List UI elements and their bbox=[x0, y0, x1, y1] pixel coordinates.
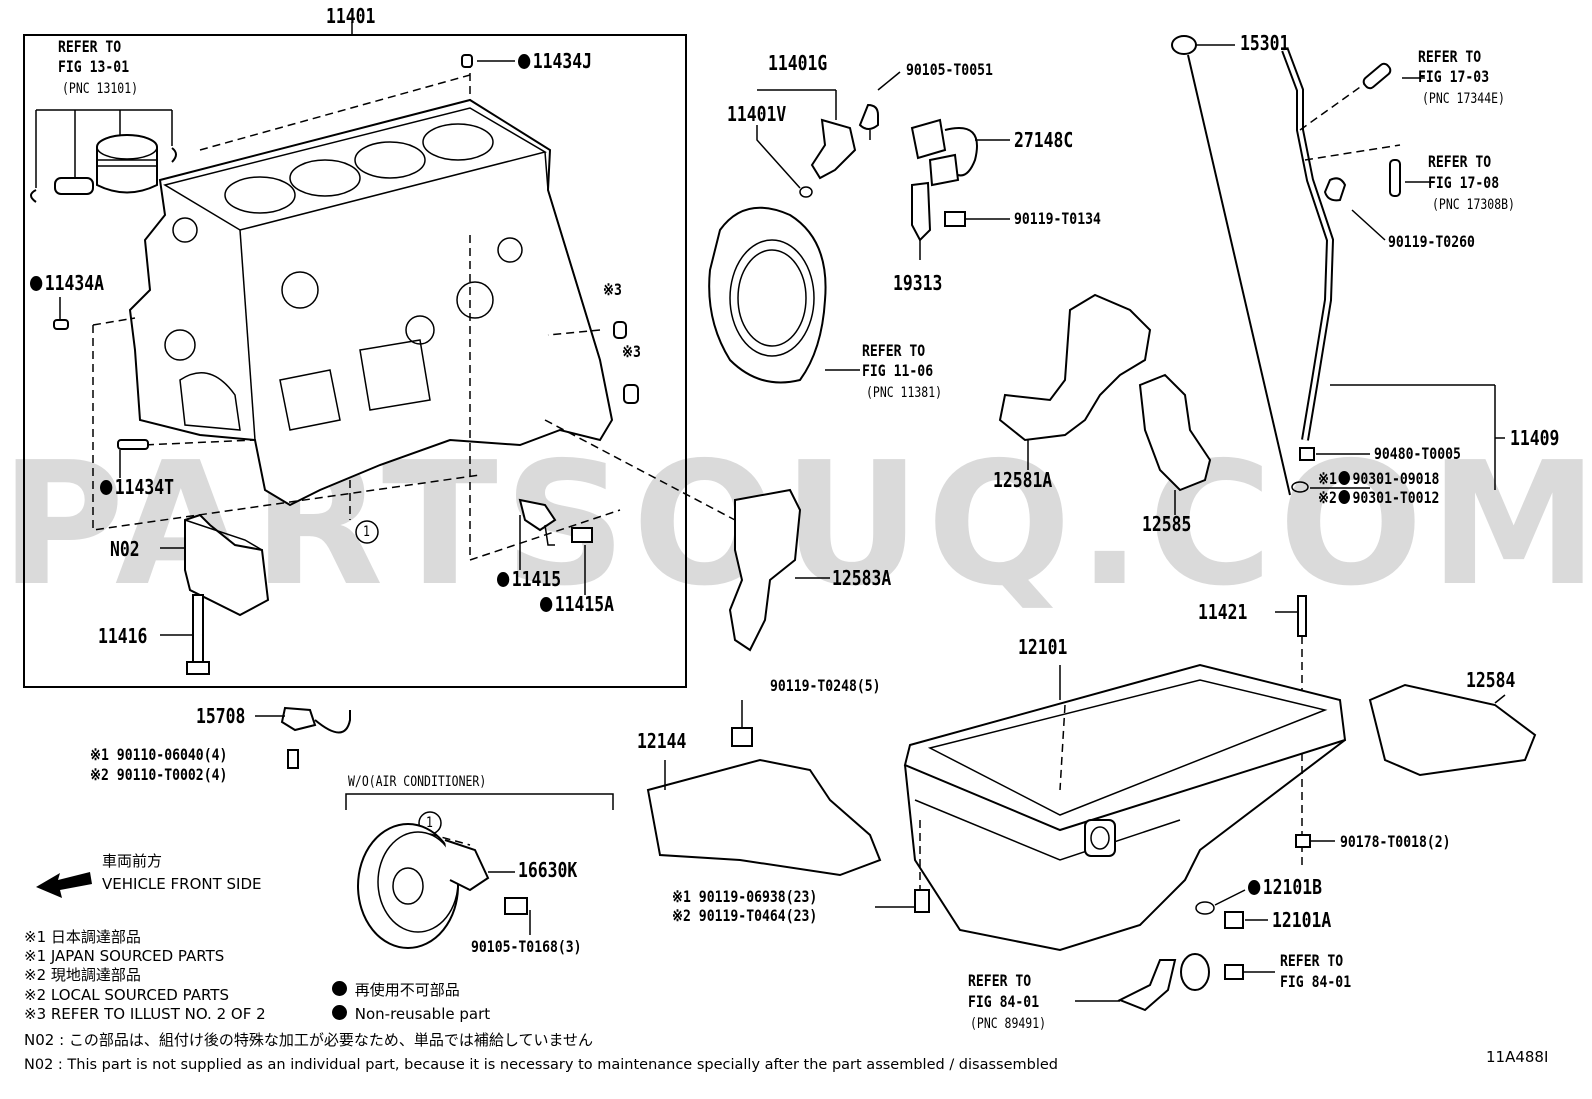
label-90105-T0051: 90105-T0051 bbox=[906, 60, 993, 79]
label-11416: 11416 bbox=[98, 624, 148, 648]
oil-seal-retainer-drawing bbox=[708, 206, 860, 384]
refer-17308B-l1: REFER TO bbox=[1428, 152, 1492, 171]
circle-1-pulley: 1 bbox=[426, 815, 433, 831]
label-12101: 12101 bbox=[1018, 635, 1068, 659]
label-12584: 12584 bbox=[1466, 668, 1516, 692]
label-90119-T0464: ※2 90119-T0464(23) bbox=[672, 906, 818, 925]
label-11421: 11421 bbox=[1198, 600, 1248, 624]
cylinder-block-group-box bbox=[23, 34, 687, 688]
refer-17308B-l3: (PNC 17308B) bbox=[1432, 197, 1515, 213]
legend-m2-jp: ※2 現地調達部品 bbox=[24, 966, 141, 984]
label-15301: 15301 bbox=[1240, 31, 1290, 55]
wo-label: W/O(AIR CONDITIONER) bbox=[348, 774, 487, 790]
legend-n02-jp: N02 : この部品は、組付け後の特殊な加工が必要なため、単品では補給していませ… bbox=[24, 1031, 594, 1049]
refer-17308B-l2: FIG 17-08 bbox=[1428, 173, 1500, 192]
figure-id: 11A488I bbox=[1486, 1048, 1549, 1066]
mark-3b: ※3 bbox=[622, 342, 641, 361]
label-90178-T0018: 90178-T0018(2) bbox=[1340, 832, 1451, 851]
label-12585: 12585 bbox=[1142, 512, 1192, 536]
legend-nonreuse-jp: 再使用不可部品 bbox=[332, 981, 460, 999]
refer-17344E-l3: (PNC 17344E) bbox=[1422, 91, 1505, 107]
refer-11381-l3: (PNC 11381) bbox=[866, 385, 943, 401]
refer-11381-l2: FIG 11-06 bbox=[862, 361, 934, 380]
label-12144: 12144 bbox=[637, 729, 687, 753]
label-90119-06938: ※1 90119-06938(23) bbox=[672, 887, 818, 906]
label-11401G: 11401G bbox=[768, 51, 828, 75]
label-15708: 15708 bbox=[196, 704, 246, 728]
refer-89491-l3: (PNC 89491) bbox=[970, 1016, 1047, 1032]
refer-13101-l3: (PNC 13101) bbox=[62, 81, 139, 97]
label-16630K: 16630K bbox=[518, 858, 578, 882]
piston-drawing bbox=[30, 109, 177, 203]
refer-8401-l2: FIG 84-01 bbox=[1280, 972, 1352, 991]
label-12101B: 12101B bbox=[1248, 877, 1322, 897]
oil-pan-drawing bbox=[903, 663, 1347, 952]
label-90110-06040: ※1 90110-06040(4) bbox=[90, 745, 228, 764]
legend-nonreuse-en: Non-reusable part bbox=[332, 1005, 490, 1023]
label-90480-T0005: 90480-T0005 bbox=[1374, 444, 1461, 463]
label-12101A: 12101A bbox=[1272, 908, 1332, 932]
refer-89491-l1: REFER TO bbox=[968, 971, 1032, 990]
label-12581A: 12581A bbox=[993, 468, 1053, 492]
label-11401V: 11401V bbox=[727, 102, 787, 126]
label-11434T: 11434T bbox=[100, 477, 174, 497]
label-19313: 19313 bbox=[893, 271, 943, 295]
label-11434J: 11434J bbox=[518, 51, 592, 71]
label-90119-T0260: 90119-T0260 bbox=[1388, 232, 1475, 251]
refer-13101-l2: FIG 13-01 bbox=[58, 57, 130, 76]
label-N02: N02 bbox=[110, 537, 140, 561]
refer-11381-l1: REFER TO bbox=[862, 341, 926, 360]
mark-3a: ※3 bbox=[603, 280, 622, 299]
cylinder-block-drawing bbox=[128, 98, 614, 507]
refer-13101-l1: REFER TO bbox=[58, 37, 122, 56]
refer-89491-l2: FIG 84-01 bbox=[968, 992, 1040, 1011]
label-11415: 11415 bbox=[497, 569, 561, 589]
circle-1-block: 1 bbox=[363, 524, 370, 540]
label-11415A: 11415A bbox=[540, 594, 614, 614]
label-12583A: 12583A bbox=[832, 566, 892, 590]
label-11409: 11409 bbox=[1510, 426, 1560, 450]
label-11401: 11401 bbox=[326, 4, 376, 28]
label-90119-T0134: 90119-T0134 bbox=[1014, 209, 1101, 228]
pulley-drawing bbox=[357, 823, 531, 949]
refer-17344E-l2: FIG 17-03 bbox=[1418, 67, 1490, 86]
refer-17344E-l1: REFER TO bbox=[1418, 47, 1482, 66]
front-side-en: VEHICLE FRONT SIDE bbox=[102, 875, 262, 893]
label-27148C: 27148C bbox=[1014, 128, 1074, 152]
legend-m2-en: ※2 LOCAL SOURCED PARTS bbox=[24, 986, 229, 1004]
legend-m1-en: ※1 JAPAN SOURCED PARTS bbox=[24, 947, 225, 965]
sensor-drawing bbox=[756, 71, 901, 198]
label-90105-T0168: 90105-T0168(3) bbox=[471, 937, 582, 956]
legend-m3-en: ※3 REFER TO ILLUST NO. 2 OF 2 bbox=[24, 1005, 266, 1023]
front-side-jp: 車両前方 bbox=[102, 852, 163, 870]
front-arrow bbox=[36, 872, 92, 898]
dipstick-drawing bbox=[1171, 35, 1291, 496]
legend-n02-en: N02 : This part is not supplied as an in… bbox=[24, 1057, 1058, 1073]
legend-m1-jp: ※1 日本調達部品 bbox=[24, 928, 141, 946]
guide-tube-drawing bbox=[1281, 48, 1505, 493]
refer-8401-l1: REFER TO bbox=[1280, 951, 1344, 970]
label-90119-T0248: 90119-T0248(5) bbox=[770, 676, 881, 695]
label-11434A: 11434A bbox=[30, 273, 104, 293]
label-90110-T0002: ※2 90110-T0002(4) bbox=[90, 765, 228, 784]
